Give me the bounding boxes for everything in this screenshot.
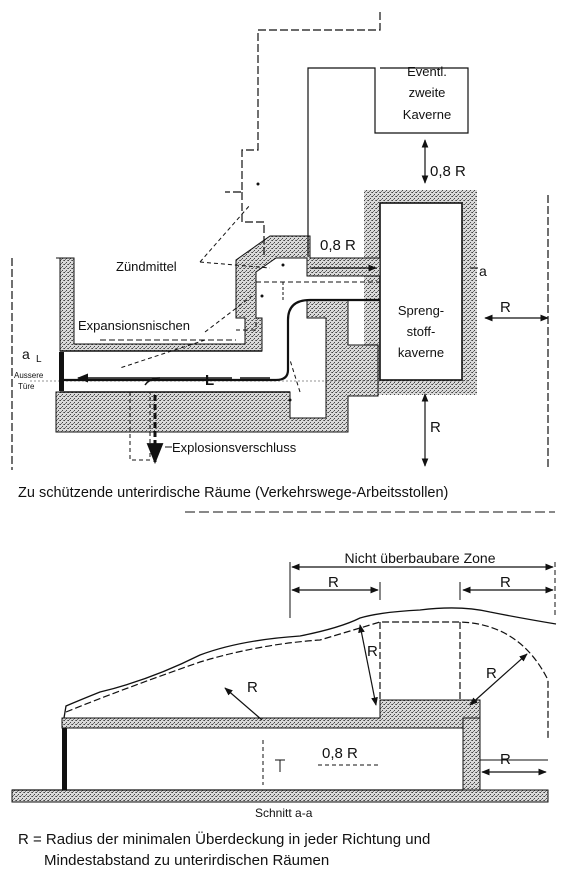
plan-view: Eventl. zweite Kaverne 0,8 R 0,8 R Zündm… [11, 12, 549, 470]
label-a-right: a [479, 263, 487, 279]
label-schnitt: Schnitt a-a [255, 806, 313, 820]
caption-top: Zu schützende unterirdische Räume (Verke… [18, 485, 448, 501]
explosives-cavern [379, 202, 463, 381]
label-tuere: Türe [18, 382, 35, 391]
label-r-zone-right: R [500, 574, 511, 591]
label-expansionsnischen: Expansionsnischen [78, 318, 190, 333]
label-eventl: Eventl. [407, 64, 447, 79]
section-roof [61, 699, 481, 729]
outer-door [59, 352, 64, 391]
terrain-surface [63, 607, 557, 719]
label-08r-section: 0,8 R [322, 745, 358, 762]
label-r-slope: R [247, 679, 258, 696]
label-r-right: R [500, 299, 511, 316]
label-08r-top: 0,8 R [430, 163, 466, 180]
label-a-left: a [22, 346, 30, 362]
label-spreng: Spreng- [398, 303, 444, 318]
label-r-down: R [430, 419, 441, 436]
access-curve [62, 298, 380, 382]
label-r-mid: R [367, 643, 378, 660]
label-r-zone-left: R [328, 574, 339, 591]
label-08r-side: 0,8 R [320, 237, 356, 254]
legend-line2: Mindestabstand zu unterirdischen Räumen [44, 852, 329, 869]
label-r-section-right: R [500, 751, 511, 768]
label-kaverne: Kaverne [403, 107, 451, 122]
label-L: L [205, 372, 214, 389]
label-zweite: zweite [409, 85, 446, 100]
label-l-small: L [36, 354, 42, 365]
label-zuendmittel: Zündmittel [116, 259, 177, 274]
second-cavern-outline [225, 12, 381, 193]
label-zone: Nicht überbaubare Zone [345, 550, 496, 566]
tunnel-wall-upper [56, 235, 381, 352]
label-kaverne-spreng: kaverne [398, 345, 444, 360]
label-aussere: Aussere [14, 371, 44, 380]
label-stoff: stoff- [407, 324, 436, 339]
section-door [62, 728, 67, 790]
section-view: Nicht überbaubare Zone R R R R R 0,8 R R… [11, 550, 557, 820]
legend-line1: R = Radius der minimalen Überdeckung in … [18, 830, 430, 848]
label-explosionsverschluss: Explosionsverschluss [172, 440, 297, 455]
label-r-arc: R [486, 665, 497, 682]
